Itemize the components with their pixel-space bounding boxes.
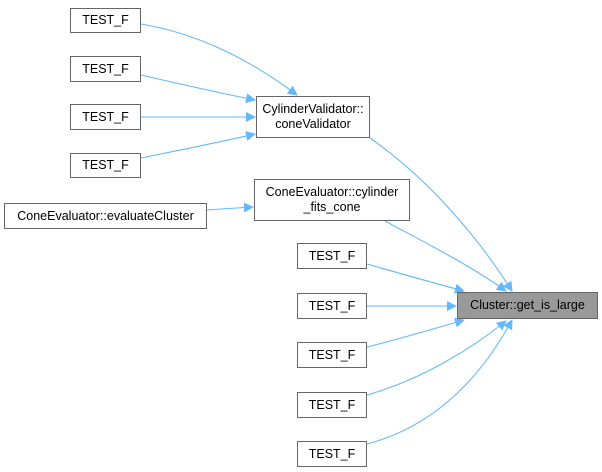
node-cylinder-validator-cone-validator[interactable]: CylinderValidator:: coneValidator (256, 96, 370, 138)
node-test-f-8[interactable]: TEST_F (297, 392, 367, 418)
node-cone-evaluator-evaluate-cluster[interactable]: ConeEvaluator::evaluateCluster (4, 203, 207, 229)
node-test-f-4[interactable]: TEST_F (70, 153, 141, 178)
node-cluster-get-is-large[interactable]: Cluster::get_is_large (457, 292, 598, 319)
node-test-f-1[interactable]: TEST_F (70, 8, 141, 33)
edge-t7-target (366, 317, 465, 348)
node-cone-evaluator-cylinder-fits-cone[interactable]: ConeEvaluator::cylinder _fits_cone (254, 179, 410, 221)
edge-t9-target (366, 319, 513, 445)
edge-cv-target (369, 137, 513, 292)
edge-t4-cv (140, 131, 256, 159)
node-test-f-3[interactable]: TEST_F (70, 104, 141, 130)
edge-t8-target (366, 320, 507, 396)
edge-t2-cv (140, 74, 256, 104)
edge-cf-target (384, 220, 507, 292)
node-test-f-5[interactable]: TEST_F (297, 243, 367, 269)
edge-t5-target (366, 263, 465, 294)
node-test-f-2[interactable]: TEST_F (70, 56, 141, 82)
node-test-f-9[interactable]: TEST_F (297, 441, 367, 467)
node-test-f-6[interactable]: TEST_F (297, 293, 367, 319)
node-test-f-7[interactable]: TEST_F (297, 342, 367, 368)
edge-eval-cf (206, 202, 254, 213)
edge-t1-cv (140, 23, 298, 96)
